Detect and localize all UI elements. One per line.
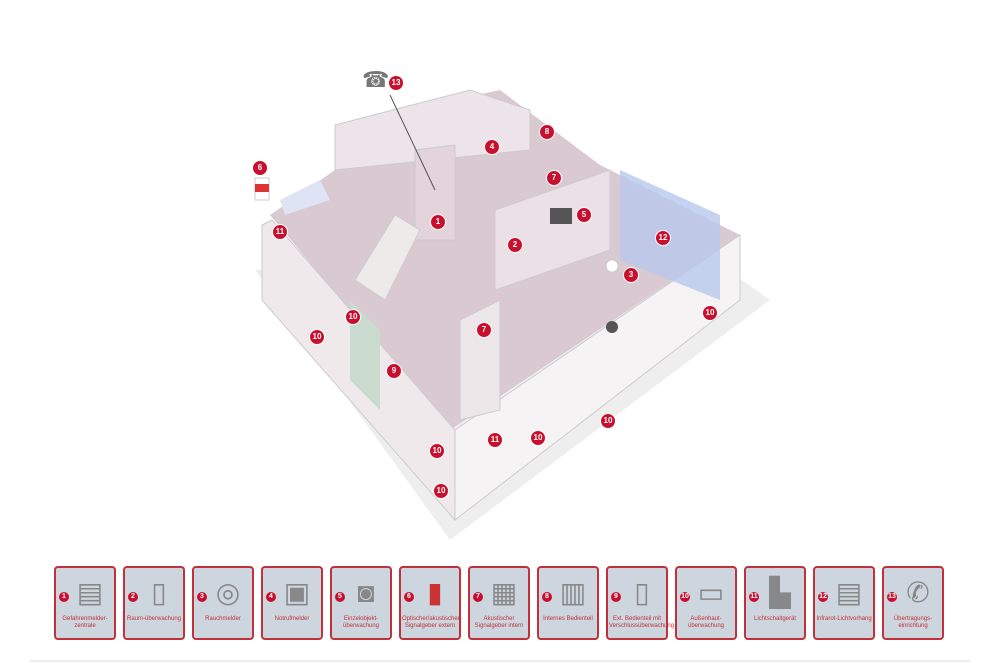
legend-number: 4 [266, 592, 276, 602]
legend-number: 5 [335, 592, 345, 602]
marker[interactable]: 6 [252, 160, 268, 176]
legend-card[interactable]: 13 ✆ Übertragungs-einrichtung [882, 566, 944, 640]
legend-number: 11 [749, 592, 759, 602]
staircase [354, 214, 421, 301]
marker[interactable]: 5 [576, 207, 592, 223]
legend-label: Akustischer Signalgeber intern [474, 616, 524, 629]
legend-label: Einzelobjekt-überwachung [342, 616, 380, 629]
siren-icon: ▮ [427, 577, 443, 608]
marker[interactable]: 10 [600, 413, 616, 429]
speaker-icon: ▦ [490, 577, 518, 608]
legend-number: 2 [128, 592, 138, 602]
house-floor-plan: ☎ [254, 67, 770, 540]
legend-label: Außenhaut-überwachung [687, 616, 725, 629]
legend-card[interactable]: 2 ▯ Raum-überwachung [123, 566, 185, 640]
marker[interactable]: 10 [702, 305, 718, 321]
legend-label: Rauchmelder [205, 616, 241, 622]
window [280, 180, 330, 215]
infrared-curtain-icon: ▤ [835, 577, 863, 608]
legend-card[interactable]: 6 ▮ Optischer/akustischer Signalgeber exte… [399, 566, 461, 640]
legend-card[interactable]: 12 ▤ Infrarot-Lichtvorhang [813, 566, 875, 640]
legend-number: 3 [197, 592, 207, 602]
legend-card[interactable]: 11 ▙ Lichtschaltgerät [744, 566, 806, 640]
motion-sensor-icon: ▯ [151, 577, 167, 608]
legend-card[interactable]: 10 ▭ Außenhaut-überwachung [675, 566, 737, 640]
legend-card[interactable]: 9 ▯ Ext. Bedienteil mit Verschlussüberwach… [606, 566, 675, 640]
legend-label: Gefahrenmelder-zentrale [62, 616, 108, 629]
alarm-panel-icon: ▤ [76, 577, 104, 608]
legend-label: Optischer/akustischer Signalgeber extern [402, 616, 460, 629]
telephone-icon: ✆ [906, 577, 930, 608]
contact-sensor-icon: ▭ [697, 577, 725, 608]
legend-number: 13 [887, 592, 897, 602]
marker[interactable]: 10 [433, 483, 449, 499]
marker[interactable]: 13 [388, 75, 404, 91]
legend-number: 7 [473, 592, 483, 602]
keypad-icon: ▥ [559, 577, 587, 608]
legend-card[interactable]: 7 ▦ Akustischer Signalgeber intern [468, 566, 530, 640]
siren-light [255, 184, 269, 192]
marker[interactable]: 1 [430, 214, 446, 230]
legend-card[interactable]: 4 ▣ Notrufmelder [261, 566, 323, 640]
legend-label: Infrarot-Lichtvorhang [816, 616, 872, 622]
device-legend: 1 ▤ Gefahrenmelder-zentrale 2 ▯ Raum-überwach… [54, 566, 954, 642]
legend-number: 1 [59, 592, 69, 602]
legend-number: 8 [542, 592, 552, 602]
marker[interactable]: 7 [476, 322, 492, 338]
object-sensor [550, 208, 572, 224]
marker[interactable]: 10 [530, 430, 546, 446]
legend-label: Übertragungs-einrichtung [893, 616, 933, 629]
outer-wall-front [454, 234, 741, 522]
external-keypad-icon: ▯ [634, 577, 650, 608]
light-switch-device-icon: ▙ [769, 577, 791, 608]
divider [30, 660, 970, 662]
marker[interactable]: 10 [345, 309, 361, 325]
interior-wall [459, 299, 501, 421]
marker[interactable]: 8 [539, 124, 555, 140]
legend-card[interactable]: 5 ◙ Einzelobjekt-überwachung [330, 566, 392, 640]
phone-line [389, 94, 436, 191]
legend-card[interactable]: 3 ◎ Rauchmelder [192, 566, 254, 640]
marker[interactable]: 10 [309, 329, 325, 345]
marker[interactable]: 4 [484, 139, 500, 155]
legend-number: 9 [611, 592, 621, 602]
marker[interactable]: 10 [429, 443, 445, 459]
legend-card[interactable]: 8 ▥ Internes Bedienteil [537, 566, 599, 640]
smoke-detector-icon: ◎ [215, 577, 241, 608]
emergency-button-icon: ▣ [283, 577, 311, 608]
floor-sensor [606, 321, 618, 333]
back-wall [334, 89, 531, 171]
legend-number: 10 [680, 592, 690, 602]
smoke-detector [605, 259, 619, 273]
legend-label: Notrufmelder [274, 616, 310, 622]
legend-label: Ext. Bedienteil mit Verschlussüberwachun… [609, 616, 675, 629]
marker[interactable]: 11 [487, 432, 503, 448]
marker[interactable]: 12 [655, 230, 671, 246]
marker[interactable]: 9 [386, 363, 402, 379]
marker[interactable]: 7 [546, 170, 562, 186]
legend-label: Raum-überwachung [126, 616, 182, 622]
marker[interactable]: 3 [623, 267, 639, 283]
object-sensor-icon: ◙ [357, 577, 375, 608]
door-glass [350, 300, 380, 410]
marker[interactable]: 2 [507, 237, 523, 253]
legend-number: 6 [404, 592, 414, 602]
legend-card[interactable]: 1 ▤ Gefahrenmelder-zentrale [54, 566, 116, 640]
marker[interactable]: 11 [272, 224, 288, 240]
legend-label: Lichtschaltgerät [753, 616, 797, 622]
legend-number: 12 [818, 592, 828, 602]
interior-wall [494, 169, 611, 291]
telephone-icon: ☎ [362, 67, 389, 92]
legend-label: Internes Bedienteil [543, 616, 593, 622]
